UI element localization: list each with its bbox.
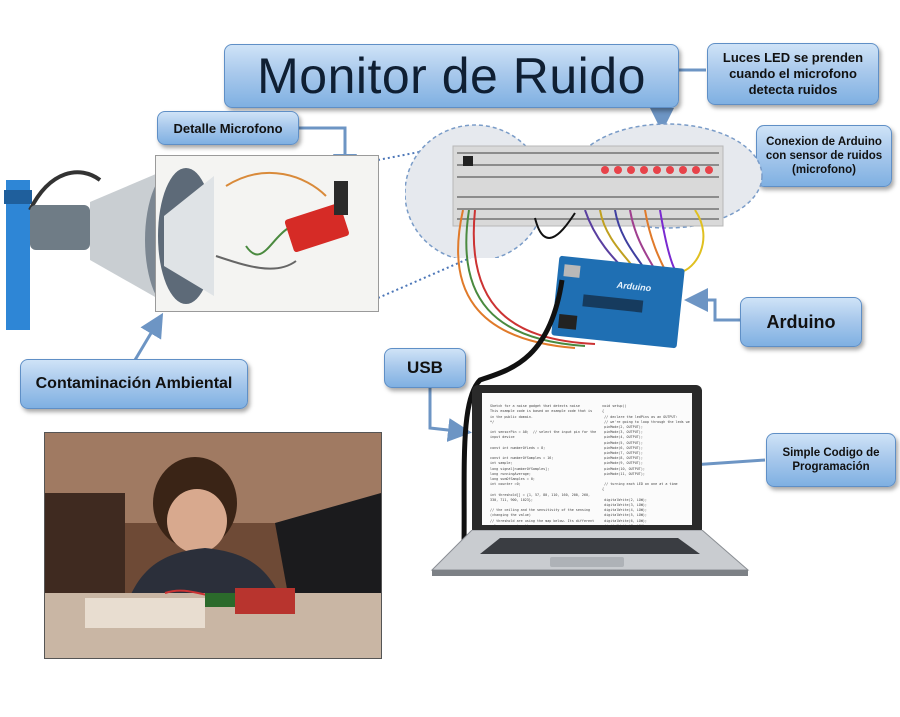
arduino-board-icon: Arduino [551,255,685,349]
callout-codigo: Simple Codigo de Programación [766,433,896,487]
person-photo [44,432,382,659]
callout-luces-led: Luces LED se prenden cuando el microfono… [707,43,879,105]
callout-contaminacion: Contaminación Ambiental [20,359,248,409]
usb-cable [461,279,565,546]
microphone-detail-photo [155,155,379,312]
callout-arduino: Arduino [740,297,862,347]
zoom-line-bottom [377,257,471,299]
callout-detalle-microfono: Detalle Microfono [157,111,299,145]
arrow-arduino [684,288,740,322]
microphone-board-icon [156,156,378,311]
page-title: Monitor de Ruido [224,44,679,108]
code-screen: Sketch for a noise gadget that detects n… [482,393,692,525]
laptop-icon: Sketch for a noise gadget that detects n… [430,385,750,580]
callout-usb: USB [384,348,466,388]
arrow-usb [428,388,472,442]
breadboard-icon [405,123,763,258]
arduino-board-label: Arduino [616,279,652,294]
arrow-contaminacion [133,312,164,361]
callout-conexion-arduino: Conexion de Arduino con sensor de ruidos… [756,125,892,187]
